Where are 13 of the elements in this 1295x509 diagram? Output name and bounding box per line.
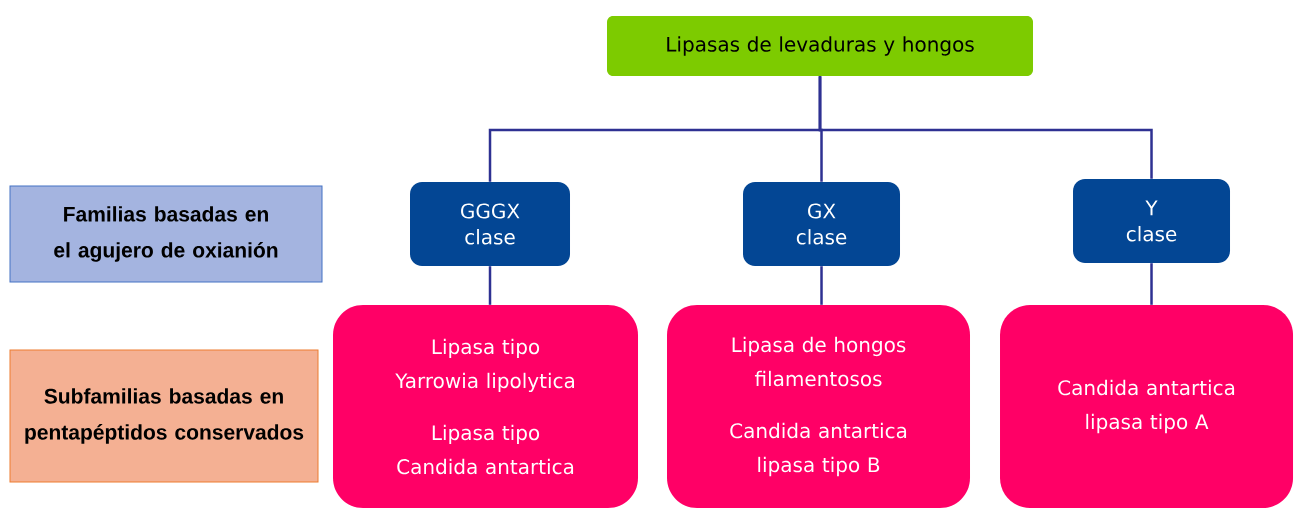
subfamily-box: Candida antartica lipasa tipo A: [1000, 305, 1293, 508]
connector-line: [488, 266, 492, 305]
class-box: GX clase: [743, 182, 900, 266]
connector-line: [818, 76, 1153, 179]
row-label-box: Subfamilias basadas en pentapéptidos conservados: [9, 349, 319, 483]
subfamily-box: Lipasa de hongos filamentosos Candida antartica lipasa tipo B: [667, 305, 970, 508]
connector-line: [1150, 263, 1153, 305]
row-label-box: Familias basadas en el agujero de oxianión: [9, 185, 323, 283]
subfamily-box: Lipasa tipo Yarrowia lipolytica Lipasa tipo Candida antartica: [333, 305, 638, 508]
class-box: Y clase: [1073, 179, 1230, 263]
title-box: Lipasas de levaduras y hongos: [607, 16, 1033, 76]
class-box: GGGX clase: [410, 182, 570, 266]
connector-line: [820, 266, 823, 305]
